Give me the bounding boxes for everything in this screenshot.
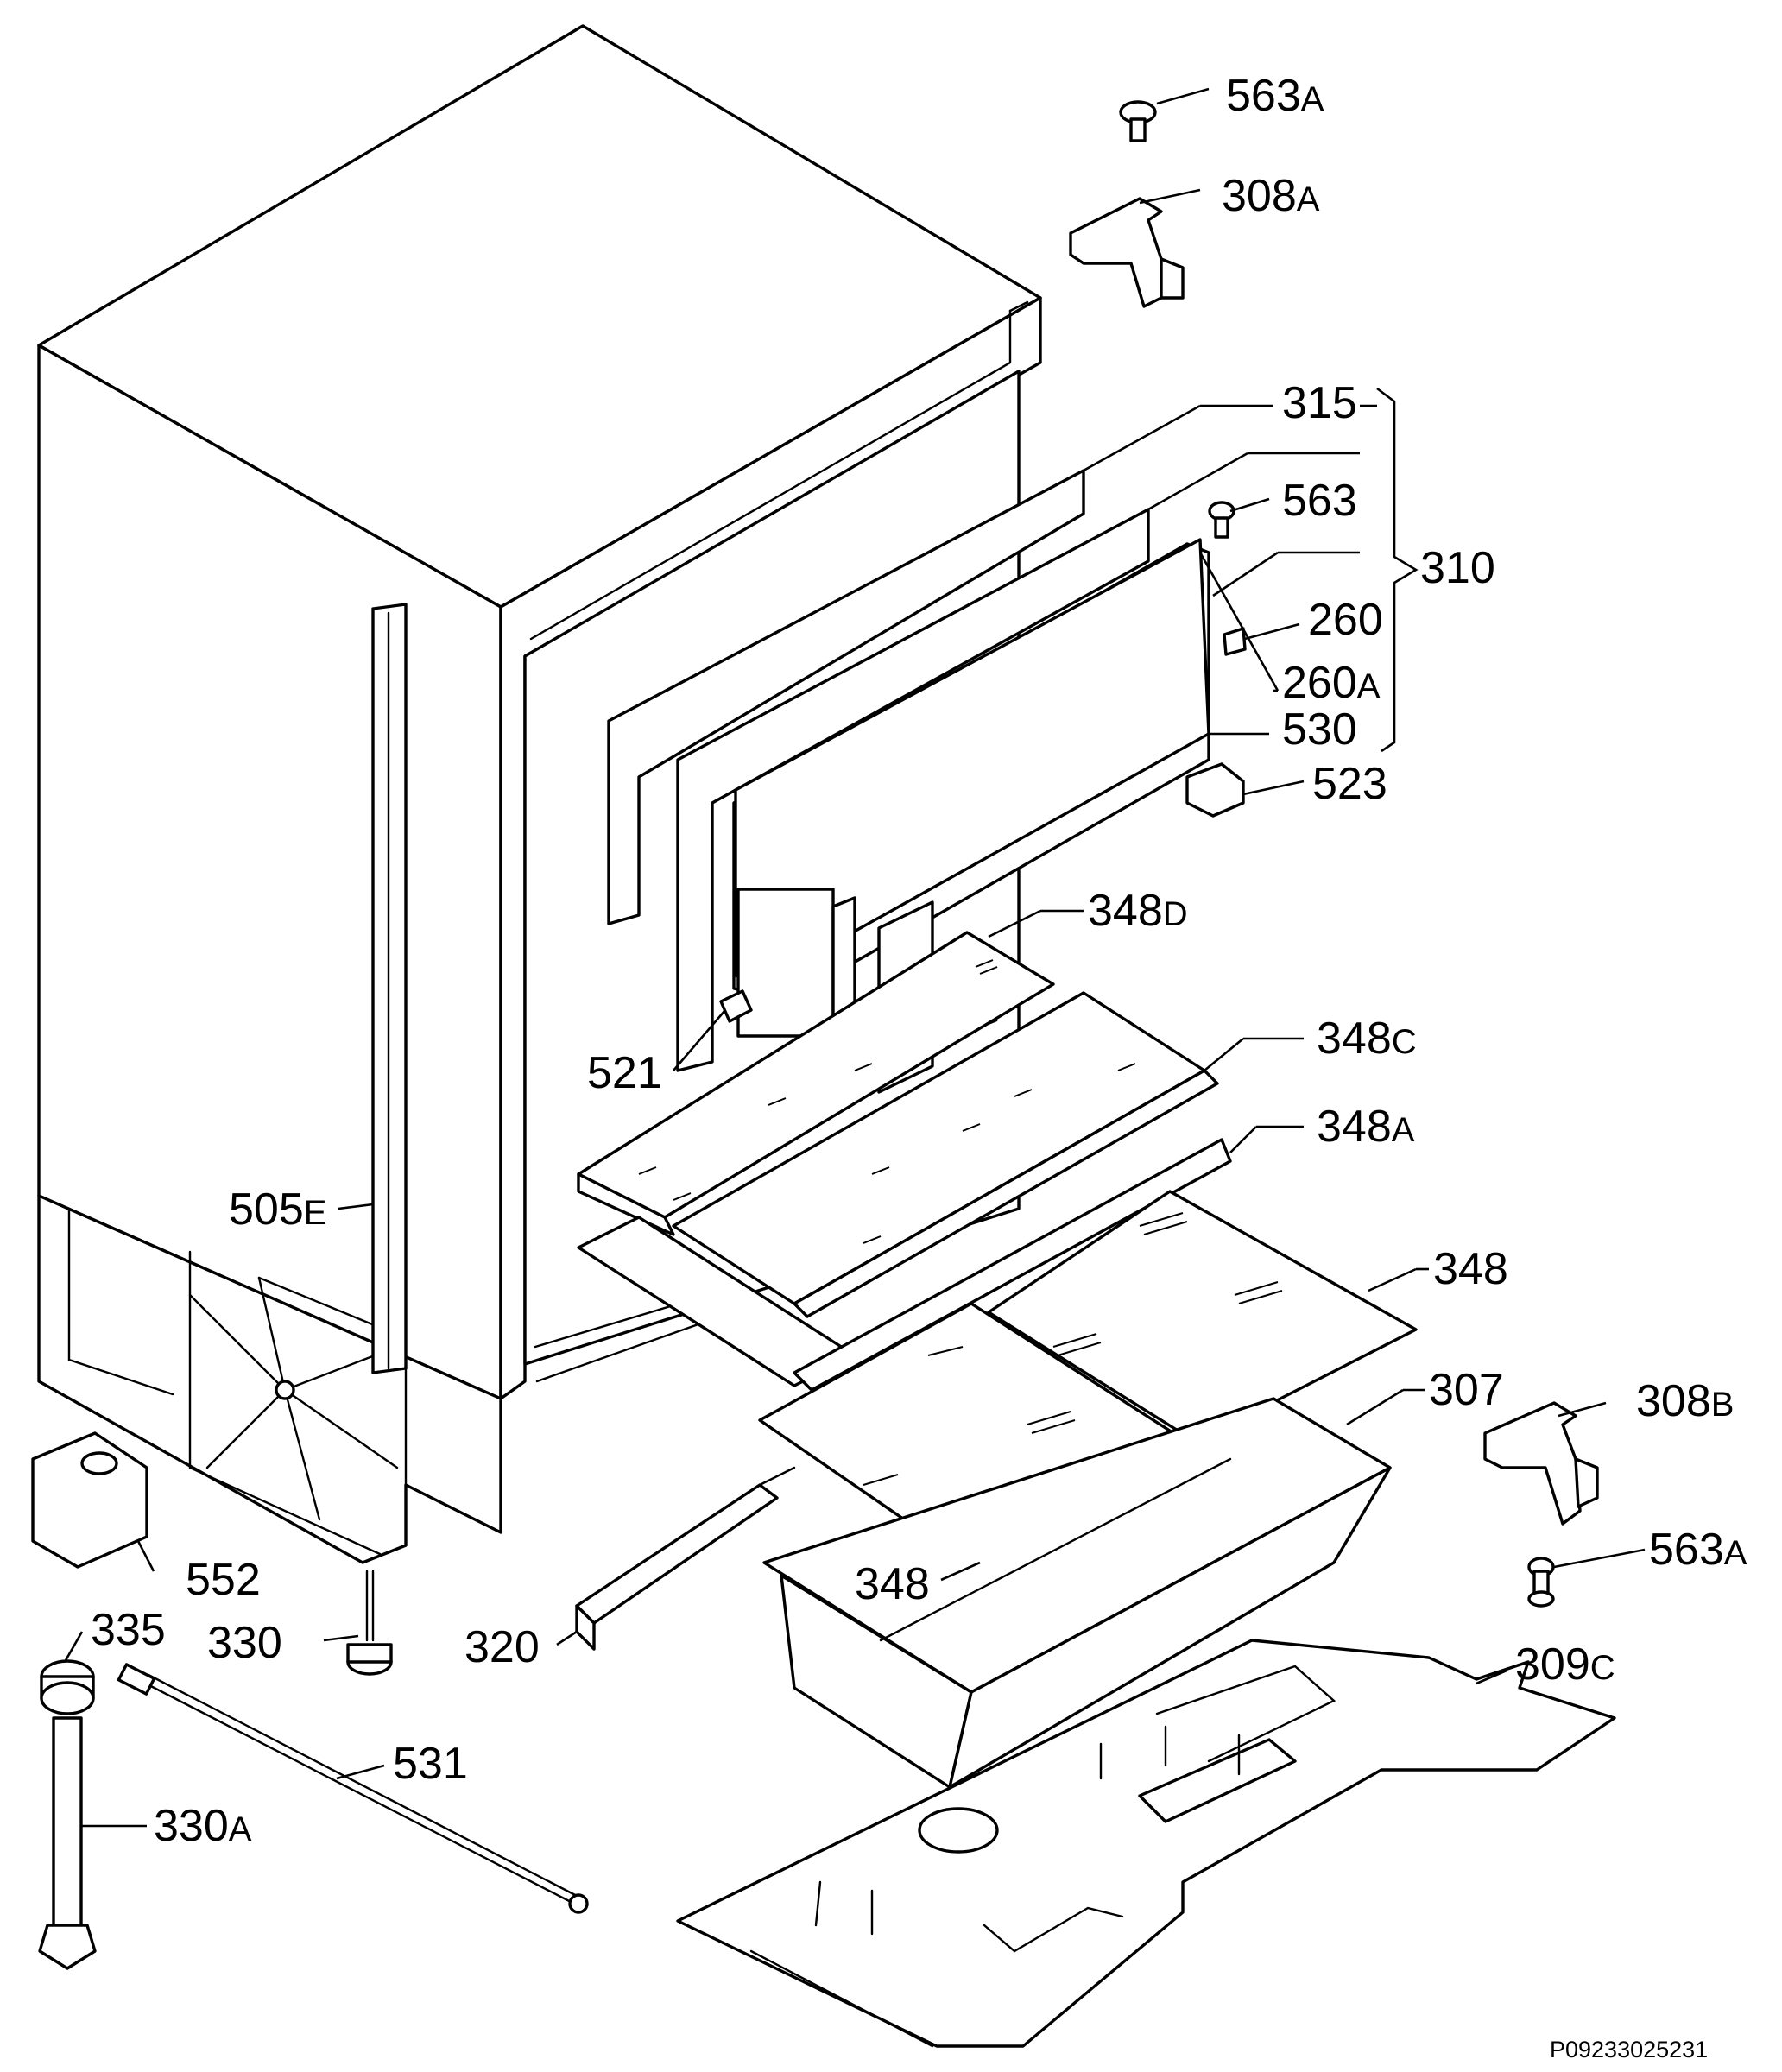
bracket-310 <box>1376 387 1419 753</box>
callout-530: 530 <box>1282 704 1357 755</box>
drawing-code: P09233025231 <box>1550 2037 1708 2063</box>
callout-523: 523 <box>1312 759 1387 809</box>
base-plinth <box>37 1194 502 1564</box>
callout-330a: 330A <box>154 1801 252 1851</box>
callout-260: 260 <box>1308 595 1383 645</box>
bottom-tray-309c <box>676 1639 1616 2048</box>
shelf-348c <box>672 991 1219 1318</box>
callout-348-left: 348 <box>855 1559 930 1609</box>
callout-563a-low: 563A <box>1649 1525 1747 1575</box>
shelf-hatching <box>638 959 1283 1486</box>
strip-320 <box>575 1466 796 1651</box>
callout-563a-top: 563A <box>1226 71 1324 121</box>
gear-335 <box>40 1659 95 1715</box>
callout-308b: 308B <box>1636 1376 1734 1426</box>
handle-530 <box>734 538 1210 986</box>
crisper-drawer-307 <box>762 1397 1392 1789</box>
callout-310: 310 <box>1420 543 1495 593</box>
callout-307: 307 <box>1429 1365 1504 1415</box>
foot-330 <box>346 1570 393 1676</box>
hinge-clip <box>831 896 856 1020</box>
pin-563a-low <box>1527 1557 1555 1608</box>
callout-320: 320 <box>464 1622 540 1672</box>
callout-348c: 348C <box>1317 1014 1417 1064</box>
callout-563: 563 <box>1282 476 1357 526</box>
callout-309c: 309C <box>1515 1639 1615 1690</box>
callout-260a: 260A <box>1282 658 1381 708</box>
shelf-348a <box>577 1138 1232 1392</box>
handle-bracket <box>736 888 835 1038</box>
callout-348-right: 348 <box>1433 1244 1508 1294</box>
callout-335: 335 <box>91 1605 166 1655</box>
opening-inner-edge <box>529 309 1012 641</box>
callout-330: 330 <box>207 1618 282 1668</box>
rod-531 <box>117 1663 589 1914</box>
callout-348d: 348D <box>1088 886 1188 936</box>
callout-348a: 348A <box>1317 1102 1415 1152</box>
door-assembly <box>607 469 1210 1094</box>
shelf-348d <box>577 931 1055 1236</box>
glass-shelf-348-right <box>987 1190 1418 1443</box>
latch-523 <box>1185 762 1245 818</box>
hinge-308a <box>1069 197 1185 308</box>
bracket-552 <box>31 1431 148 1569</box>
callout-552: 552 <box>186 1555 261 1605</box>
pin-563a-top <box>1119 100 1157 142</box>
hinge-308b <box>1483 1401 1599 1526</box>
leader-lines <box>63 87 1646 1828</box>
callout-505e: 505E <box>229 1184 326 1235</box>
clip-260 <box>1223 627 1247 656</box>
plinth-ribs <box>188 1276 399 1521</box>
callout-531: 531 <box>393 1739 468 1789</box>
callout-315: 315 <box>1282 378 1357 428</box>
callout-308a: 308A <box>1222 171 1320 221</box>
stopper-521 <box>719 989 753 1023</box>
screw-330a <box>38 1716 97 1970</box>
clip-563 <box>1208 501 1235 539</box>
callout-521: 521 <box>587 1048 662 1098</box>
